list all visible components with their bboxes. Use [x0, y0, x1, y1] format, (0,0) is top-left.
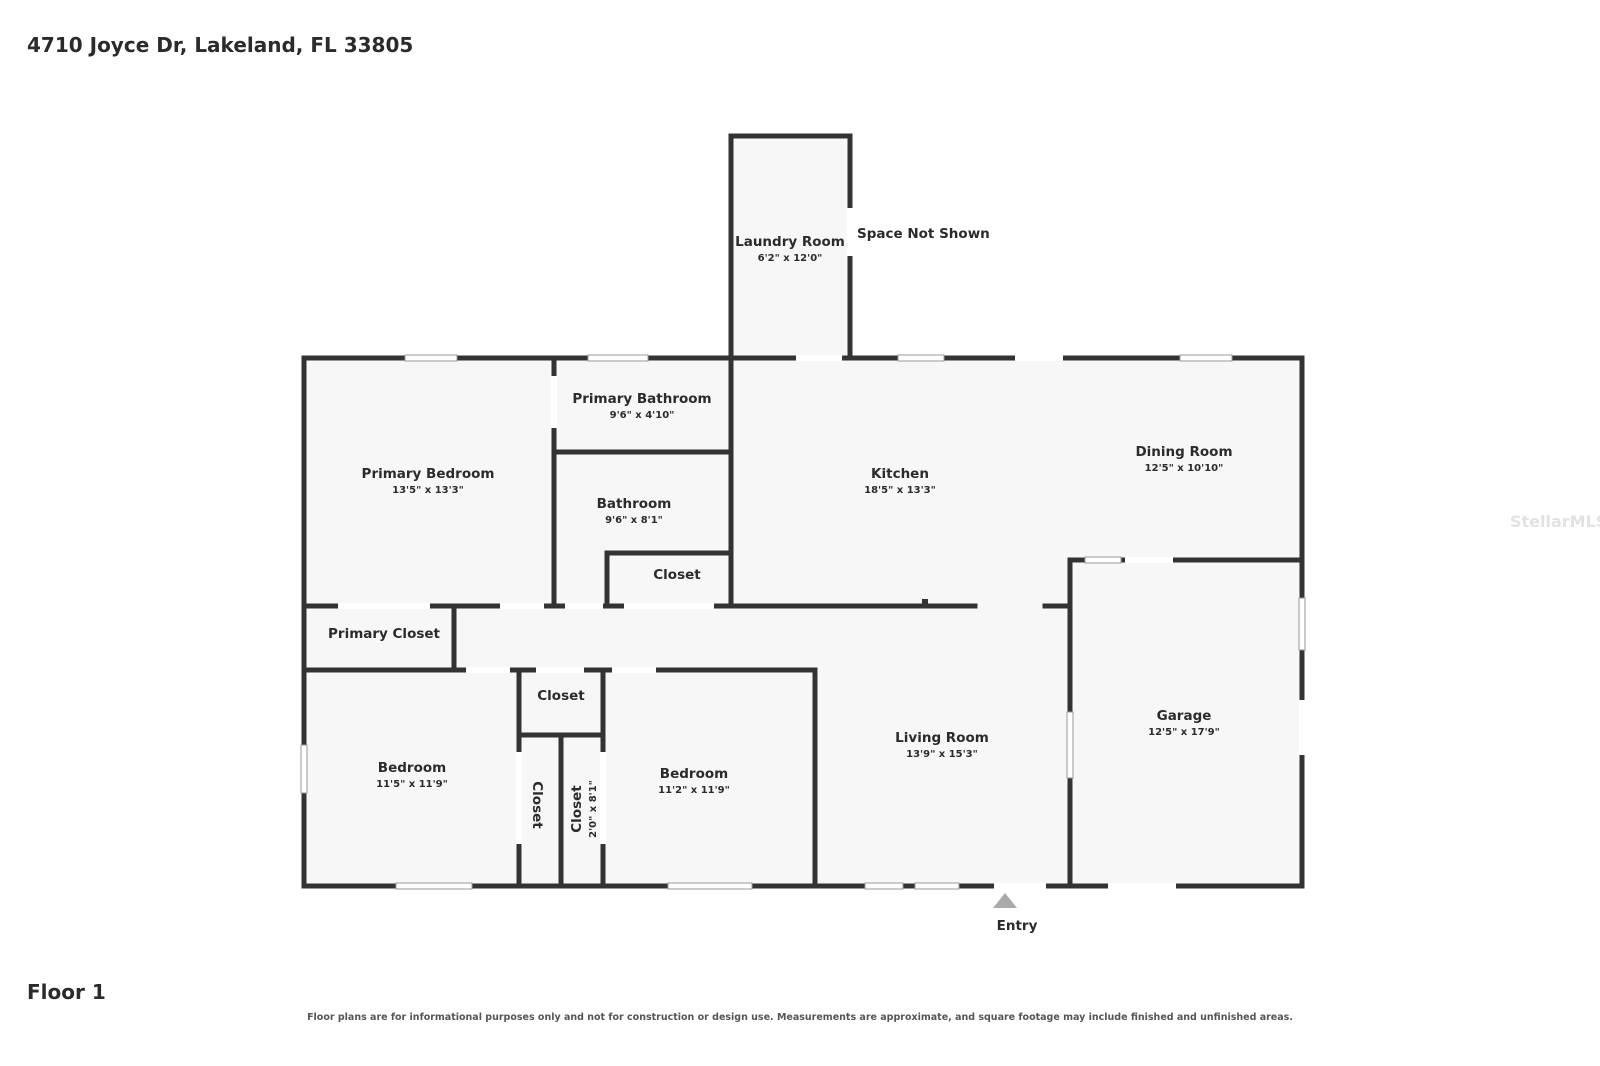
floor-label: Floor 1 — [27, 980, 106, 1004]
garage-dims: 12'5" x 17'9" — [1148, 727, 1220, 738]
laundry-room-label: Laundry Room — [735, 234, 845, 250]
primary-bathroom-dims: 9'6" x 4'10" — [610, 410, 675, 421]
door-openings — [338, 208, 1305, 889]
small-closet-label: Closet — [537, 688, 585, 704]
property-address: 4710 Joyce Dr, Lakeland, FL 33805 — [27, 33, 414, 57]
floor-fill — [304, 138, 1302, 886]
bedroom-left-dims: 11'5" x 11'9" — [376, 779, 448, 790]
kitchen-label: Kitchen — [871, 466, 929, 482]
living-room-label: Living Room — [895, 730, 989, 746]
primary-bedroom-label: Primary Bedroom — [362, 466, 495, 482]
primary-bedroom-dims: 13'5" x 13'3" — [392, 485, 464, 496]
watermark-logo: StellarMLS — [1510, 512, 1600, 531]
disclaimer-text: Floor plans are for informational purpos… — [307, 1012, 1293, 1023]
wall-marker — [922, 599, 928, 605]
vertical-closet-left-label: Closet — [529, 781, 545, 829]
living-room-dims: 13'9" x 15'3" — [906, 749, 978, 760]
space-not-shown-label: Space Not Shown — [857, 226, 990, 242]
kitchen-dims: 18'5" x 13'3" — [864, 485, 936, 496]
dining-room-label: Dining Room — [1135, 444, 1232, 460]
dining-room-dims: 12'5" x 10'10" — [1145, 463, 1224, 474]
bedroom-left-label: Bedroom — [378, 760, 446, 776]
bedroom-right-label: Bedroom — [660, 766, 728, 782]
hall-closet-label: Closet — [653, 567, 701, 583]
primary-closet-label: Primary Closet — [328, 626, 441, 642]
windows — [300, 354, 1306, 890]
vertical-closet-right-dims: 2'0" x 8'1" — [588, 780, 599, 838]
laundry-room-dims: 6'2" x 12'0" — [758, 253, 823, 264]
entry-arrow-icon — [993, 893, 1017, 908]
vertical-closet-right-label: Closet — [569, 785, 585, 833]
bathroom-dims: 9'6" x 8'1" — [605, 515, 663, 526]
entry-label: Entry — [997, 918, 1038, 934]
bedroom-right-dims: 11'2" x 11'9" — [658, 785, 730, 796]
bathroom-label: Bathroom — [597, 496, 672, 512]
garage-label: Garage — [1157, 708, 1212, 724]
primary-bathroom-label: Primary Bathroom — [572, 391, 711, 407]
